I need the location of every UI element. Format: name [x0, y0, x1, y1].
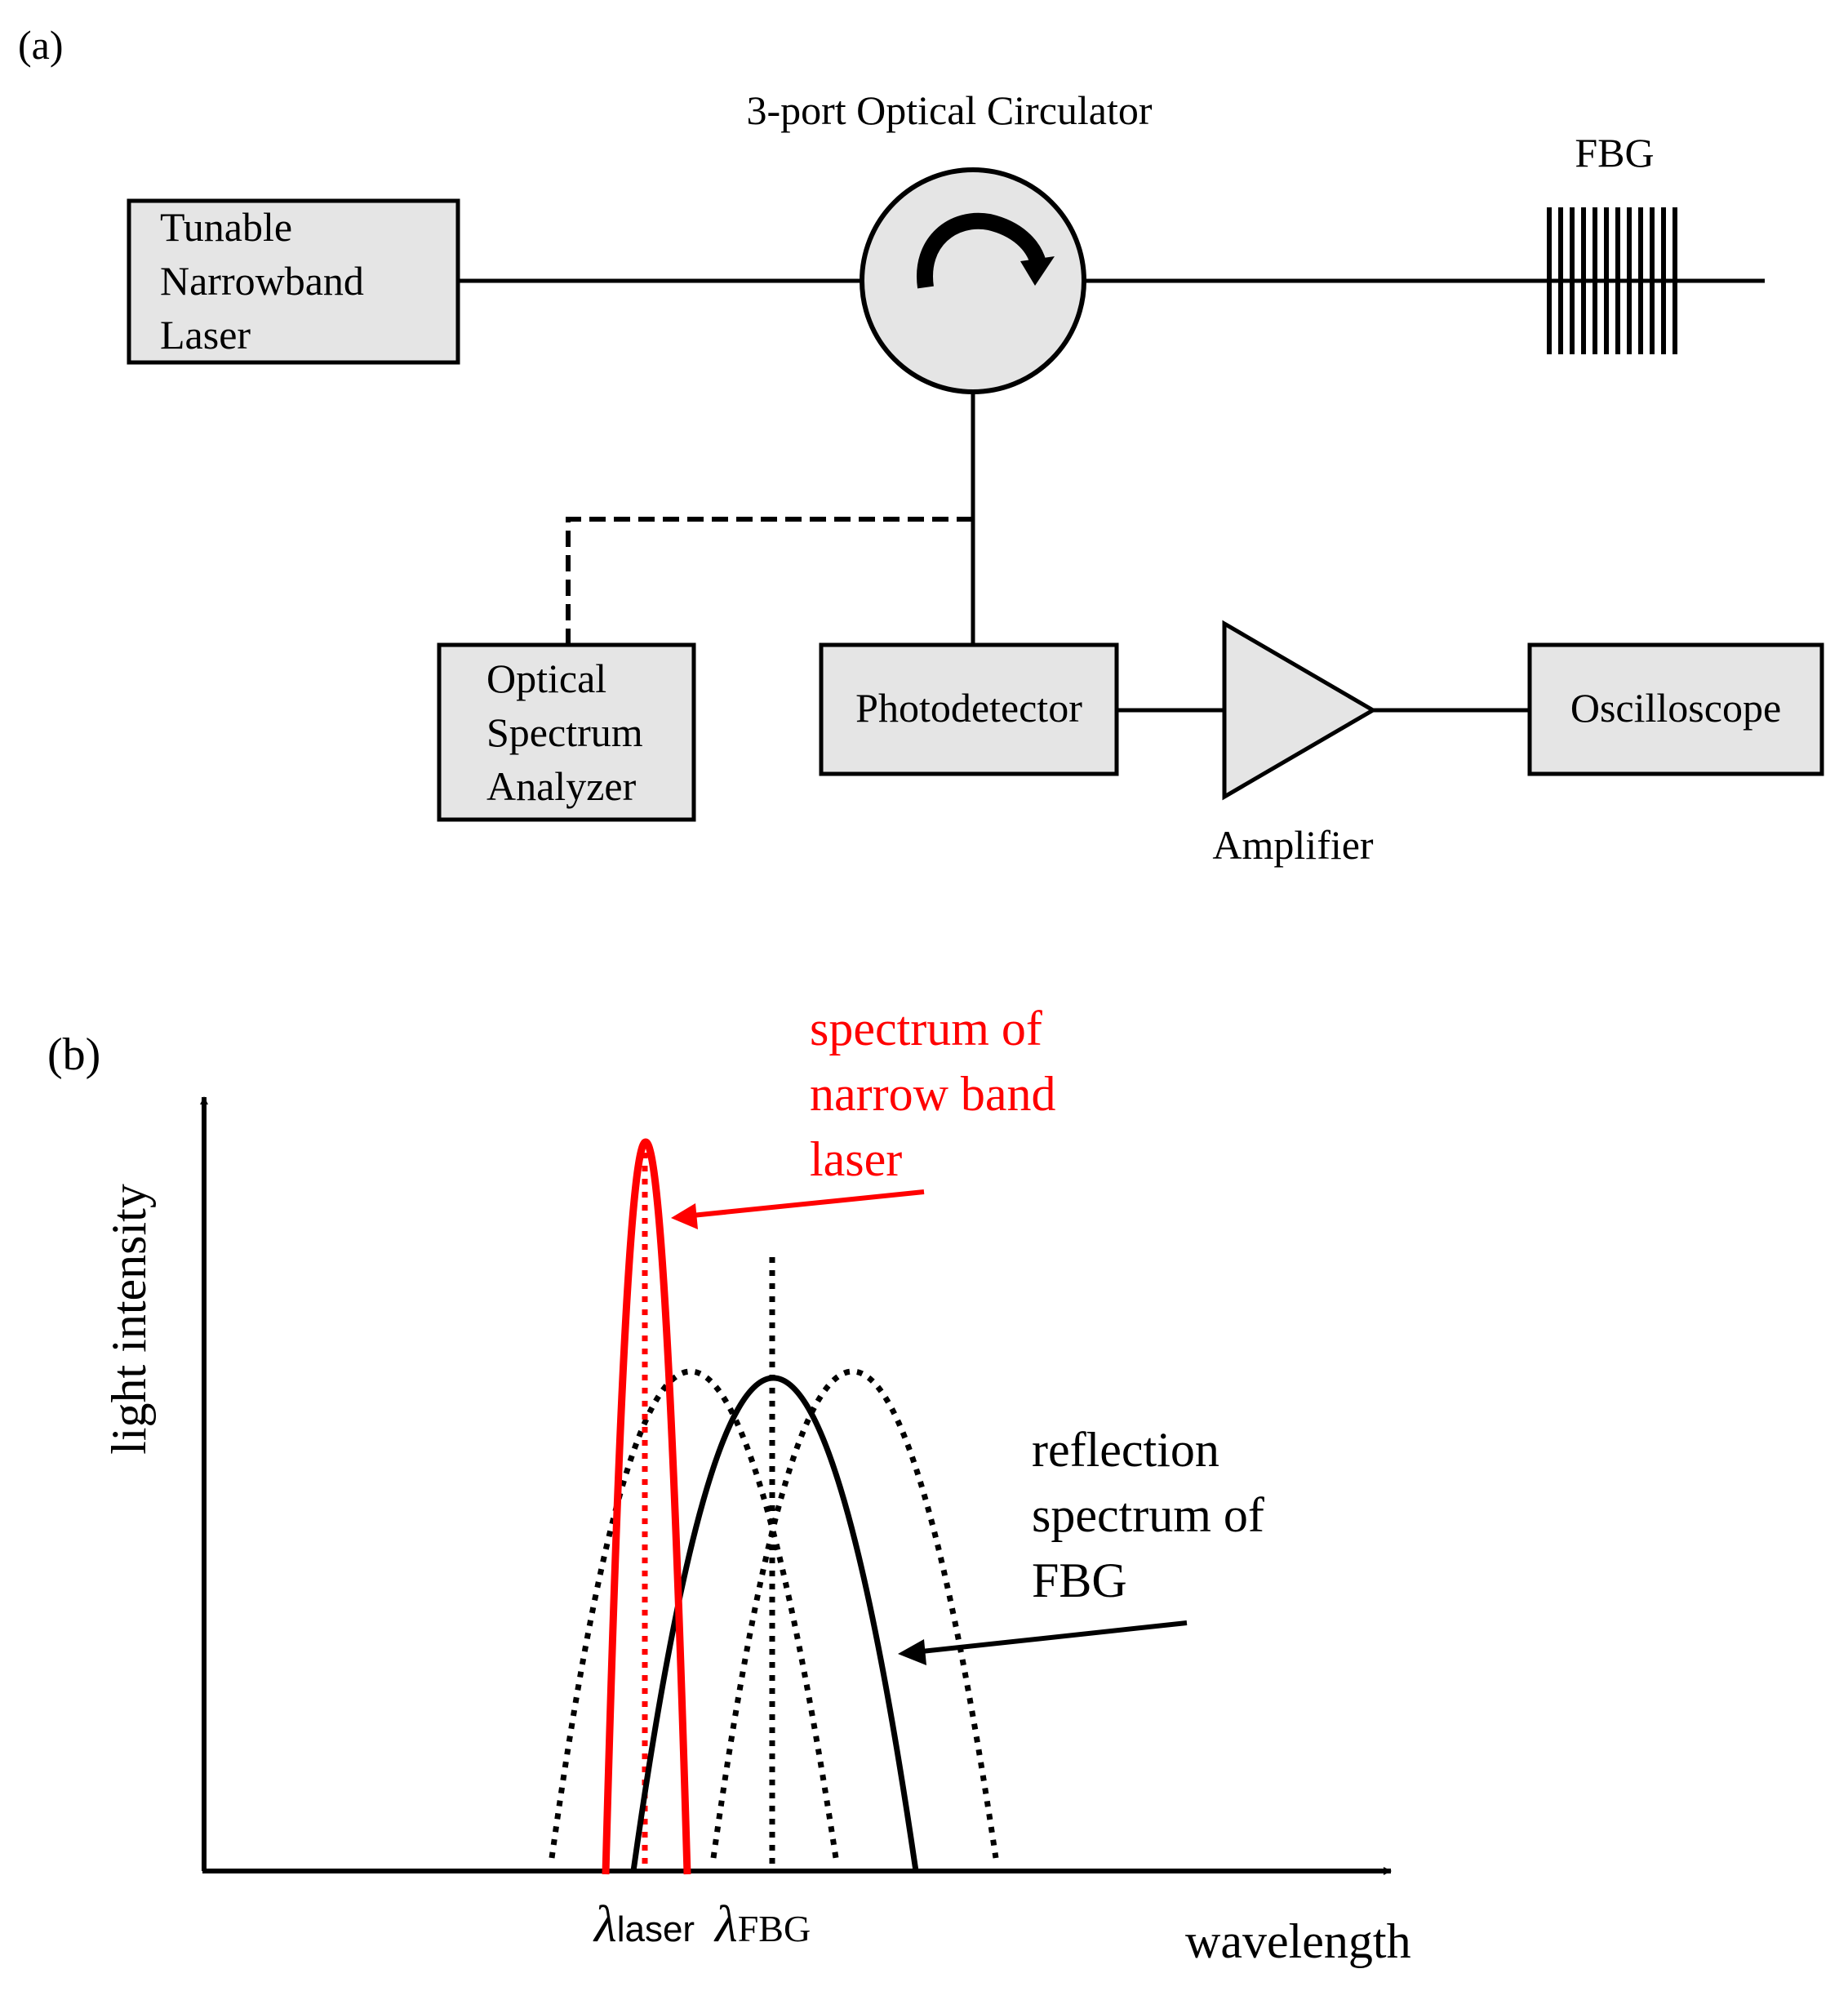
panel-a: (a) 3-port Optical Circulator FBG Tunabl… [18, 22, 1824, 868]
lambda-fbg-symbol: λ [713, 1895, 738, 1953]
laser-annotation: spectrum of narrow band laser [810, 1002, 1056, 1186]
laser-line-1: Tunable [160, 204, 292, 250]
optical-circulator [860, 167, 1086, 394]
fbg-label: FBG [1575, 130, 1654, 176]
shifted-fbg-spectrum-left [549, 1368, 839, 1859]
lambda-fbg-label: λFBG [713, 1895, 811, 1953]
lambda-fbg-subscript: FBG [738, 1908, 811, 1949]
photodetector-label: Photodetector [855, 685, 1082, 731]
fbg-annotation-arrow [913, 1620, 1188, 1655]
fbg-annotation: reflection spectrum of FBG [1032, 1423, 1264, 1607]
laser-annotation-arrow [683, 1189, 925, 1219]
osa-line-3: Analyzer [486, 763, 637, 809]
laser-spectrum [602, 1138, 691, 1875]
panel-a-label: (a) [18, 22, 64, 68]
fbg-reflection-spectrum [630, 1375, 919, 1872]
laser-annotation-line-3: laser [810, 1132, 902, 1186]
circulator-label: 3-port Optical Circulator [746, 87, 1152, 133]
panel-b: (b) light intensity wavelength spectrum … [47, 1002, 1411, 1968]
amplifier: Amplifier [1212, 620, 1377, 868]
circulator-arrow-icon [917, 212, 1046, 289]
amplifier-label: Amplifier [1212, 822, 1374, 868]
fbg-annotation-line-2: spectrum of [1032, 1488, 1264, 1542]
tunable-laser-box: Tunable Narrowband Laser [127, 198, 460, 365]
laser-annotation-line-2: narrow band [810, 1067, 1056, 1121]
laser-annotation-line-1: spectrum of [810, 1002, 1042, 1056]
panel-b-label: (b) [47, 1029, 100, 1080]
lambda-laser-symbol: λ [593, 1895, 617, 1953]
x-axis-label: wavelength [1185, 1914, 1411, 1968]
fbg-annotation-line-3: FBG [1032, 1553, 1127, 1607]
oscilloscope-label: Oscilloscope [1570, 685, 1781, 731]
y-axis-label: light intensity [102, 1184, 156, 1455]
oscilloscope-box: Oscilloscope [1527, 642, 1824, 776]
lambda-laser-label: λlaser [593, 1895, 695, 1953]
fbg-grating-icon [1547, 207, 1677, 354]
circulator-arrowhead-icon [1020, 256, 1055, 286]
amplifier-triangle-icon [1222, 620, 1377, 801]
optical-spectrum-analyzer-box: Optical Spectrum Analyzer [437, 642, 696, 822]
fbg-annotation-line-1: reflection [1032, 1423, 1219, 1477]
lambda-laser-subscript: laser [617, 1909, 695, 1949]
osa-line-2: Spectrum [486, 709, 643, 755]
osa-line-1: Optical [486, 656, 606, 701]
photodetector-box: Photodetector [819, 642, 1119, 776]
shifted-fbg-spectrum-right [710, 1368, 999, 1859]
laser-line-2: Narrowband [160, 258, 364, 304]
laser-annotation-arrowhead [671, 1203, 698, 1229]
laser-line-3: Laser [160, 312, 251, 358]
osa-dashed-connection [566, 517, 973, 645]
fbg-annotation-arrowhead [898, 1639, 926, 1665]
